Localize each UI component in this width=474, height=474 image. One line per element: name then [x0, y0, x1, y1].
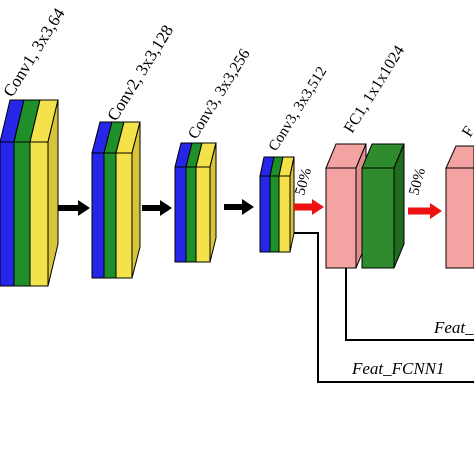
- dropout-label-1: 50%: [292, 166, 315, 197]
- conv3a-block: Conv3, 3x3,256: [174, 46, 254, 263]
- conv3b-label: Conv3, 3x3,512: [266, 64, 331, 154]
- conv3a-yellow-side: [209, 142, 217, 263]
- conv2-block: Conv2, 3x3,128: [91, 22, 177, 279]
- feat-line-fc1: [345, 268, 474, 341]
- conv3b-yellow-side: [289, 156, 295, 253]
- fc2-pink-top: [445, 145, 474, 169]
- fc2-block: F: [445, 123, 474, 269]
- dropout-arrow-1: 50%: [292, 166, 324, 215]
- conv2-green-front: [103, 152, 117, 279]
- arrow-conv1-conv2: [58, 200, 90, 216]
- conv1-yellow-side: [47, 99, 59, 287]
- dropout-label-2: 50%: [406, 166, 429, 197]
- feat-partial-label: Feat_: [433, 318, 474, 337]
- conv3b-blue-front: [259, 175, 271, 253]
- conv1-label: Conv1, 3x3,64: [0, 4, 69, 100]
- fc2-label: F: [459, 123, 474, 140]
- fc1-block: FC1, 1x1x1024: [325, 43, 408, 269]
- arrow-conv3a-conv3b: [224, 199, 254, 215]
- conv2-yellow-front: [115, 152, 133, 279]
- conv3a-yellow-front: [195, 166, 211, 263]
- conv2-label: Conv2, 3x3,128: [103, 22, 177, 125]
- feature-connectors: Feat_ Feat_FCNN1: [294, 232, 474, 383]
- conv1-yellow-front: [29, 141, 49, 287]
- conv1-block: Conv1, 3x3,64: [0, 4, 69, 287]
- fc1-green-side: [393, 143, 405, 269]
- fc2-pink-front: [445, 167, 474, 269]
- conv1-blue-front: [0, 141, 15, 287]
- fc1-green-front: [361, 167, 395, 269]
- dropout-arrow-2: 50%: [406, 166, 442, 219]
- conv3b-block: Conv3, 3x3,512: [259, 64, 331, 253]
- conv3b-green-front: [269, 175, 280, 253]
- feat-fcnn1-label: Feat_FCNN1: [351, 359, 445, 378]
- conv3b-yellow-front: [278, 175, 291, 253]
- fc1-label: FC1, 1x1x1024: [341, 43, 408, 136]
- conv2-yellow-side: [131, 121, 141, 279]
- arrow-conv2-conv3a: [142, 200, 172, 216]
- conv3a-label: Conv3, 3x3,256: [185, 46, 254, 142]
- fc1-pink-front: [325, 167, 357, 269]
- conv2-blue-front: [91, 152, 105, 279]
- conv1-green-front: [13, 141, 31, 287]
- conv3a-blue-front: [174, 166, 187, 263]
- feat-line-conv3b: [294, 232, 474, 383]
- conv3a-green-front: [185, 166, 197, 263]
